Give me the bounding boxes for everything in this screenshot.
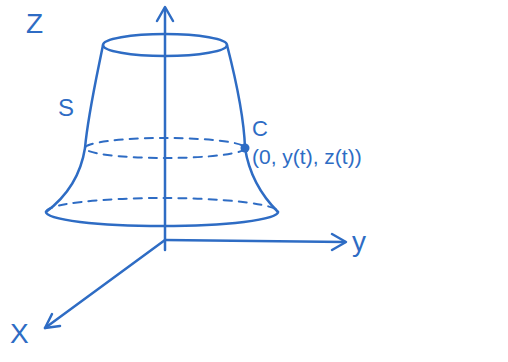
y-axis	[165, 240, 345, 242]
point-dot	[241, 144, 250, 153]
left-profile	[46, 45, 103, 212]
middle-circle	[85, 138, 245, 158]
bottom-rim-back	[46, 198, 278, 212]
surface-label: S	[58, 96, 74, 120]
z-axis	[164, 8, 167, 250]
right-profile	[227, 45, 278, 212]
arrow-head	[45, 314, 60, 328]
bottom-rim-front	[46, 212, 278, 226]
axis-label: Z	[26, 10, 43, 38]
axis-label: y	[352, 228, 366, 256]
curve-label: C	[252, 118, 268, 140]
point-coordinates: (0, y(t), z(t))	[252, 146, 362, 167]
x-axis	[45, 240, 165, 328]
arrow-head	[157, 7, 173, 21]
arrow-head	[332, 234, 346, 250]
top-rim	[103, 34, 227, 56]
axis-label: X	[10, 320, 29, 348]
